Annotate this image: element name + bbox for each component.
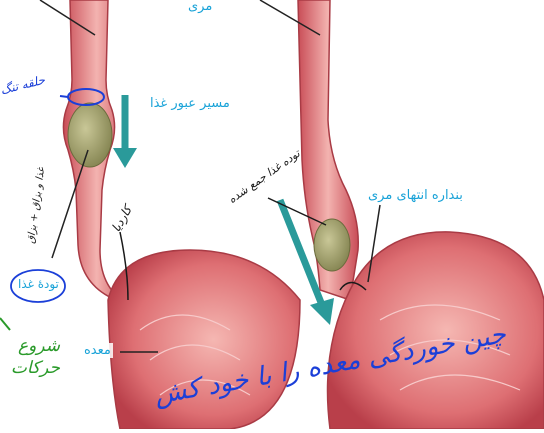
left-bolus	[68, 103, 112, 167]
green-arrow	[0, 318, 10, 330]
ring-arrow	[60, 96, 68, 97]
diagonal-arrow-head	[310, 298, 334, 325]
right-bolus	[314, 219, 350, 271]
label-esophagus: مری	[186, 0, 214, 14]
label-bolus: تودهٔ غذا	[16, 277, 61, 291]
down-arrow-head	[113, 148, 137, 168]
right-esophagus	[298, 0, 358, 300]
label-sphincter: بنداره انتهای مری	[366, 188, 465, 203]
label-food-path: مسیر عبور غذا	[148, 96, 232, 111]
label-stomach: معده	[82, 343, 113, 358]
handwritten-green-note: شروع حرکات	[0, 335, 60, 379]
